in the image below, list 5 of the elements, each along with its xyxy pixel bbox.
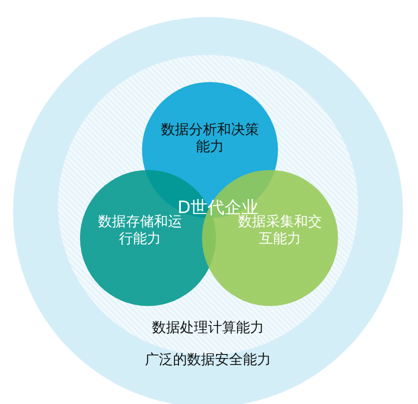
circle-label: 数据处理计算能力	[151, 320, 265, 337]
circle-label: 数据采集和交互能力	[238, 214, 323, 248]
circle-label: 数据分析和决策能力	[160, 122, 260, 156]
circle-label: 广泛的数据安全能力	[144, 352, 272, 369]
circle-label: 数据存储和运行能力	[97, 214, 183, 248]
